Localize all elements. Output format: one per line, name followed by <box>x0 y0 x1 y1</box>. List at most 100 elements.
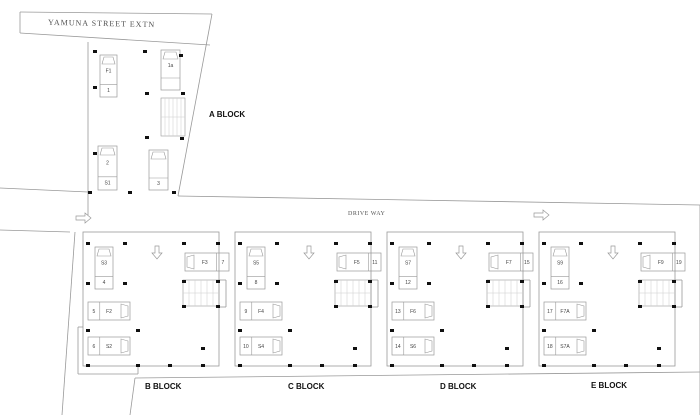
column <box>390 242 394 245</box>
car-windshield <box>150 151 167 160</box>
parking-car-vertical <box>160 49 181 91</box>
staircase <box>486 279 524 307</box>
staircase <box>638 279 676 307</box>
parking-car-horizontal <box>336 252 382 272</box>
column <box>181 92 185 95</box>
car-label: F2 <box>106 309 112 315</box>
a-block-edge <box>177 13 213 197</box>
car-windshield <box>576 338 585 354</box>
site-edge <box>0 187 89 193</box>
parking-car-horizontal <box>543 301 587 321</box>
parking-car-horizontal <box>391 336 435 356</box>
column <box>288 329 292 332</box>
car-label: F9 <box>658 260 664 266</box>
car-outline <box>246 246 266 290</box>
column <box>93 50 97 53</box>
column <box>216 242 220 245</box>
car-outline <box>391 336 435 356</box>
car-label: 16 <box>557 280 563 286</box>
column <box>542 282 546 285</box>
column <box>368 280 372 283</box>
car-outline <box>391 301 435 321</box>
car-windshield <box>490 254 499 270</box>
car-outline <box>160 49 181 91</box>
b-block-label: B BLOCK <box>145 382 182 391</box>
site-edge <box>129 377 136 415</box>
arrow-down-icon <box>455 245 467 260</box>
car-label: 11 <box>372 260 377 266</box>
car-label: F7A <box>560 309 570 315</box>
parking-car-horizontal <box>488 252 534 272</box>
car-windshield <box>424 303 433 319</box>
car-windshield <box>338 254 347 270</box>
column <box>672 242 676 245</box>
block-outline <box>386 231 524 367</box>
column <box>440 364 444 367</box>
column <box>275 242 279 245</box>
column <box>334 305 338 308</box>
car-windshield <box>120 303 129 319</box>
parking-car-vertical <box>246 246 266 290</box>
column <box>320 364 324 367</box>
parking-car-vertical <box>94 246 114 290</box>
car-label: 3 <box>157 181 160 187</box>
parking-car-horizontal <box>239 336 283 356</box>
column <box>86 242 90 245</box>
column <box>168 364 172 367</box>
arrow-right-icon <box>533 209 550 221</box>
arrow-down-icon <box>303 245 315 260</box>
c-block-label: C BLOCK <box>288 382 325 391</box>
column <box>334 242 338 245</box>
car-outline <box>398 246 418 290</box>
site-edge <box>61 231 76 415</box>
column <box>143 50 147 53</box>
street-edge <box>19 32 211 46</box>
car-label: 7 <box>221 260 224 266</box>
parking-car-vertical <box>398 246 418 290</box>
car-label: F6 <box>410 309 416 315</box>
block-outline <box>234 231 372 367</box>
column <box>123 242 127 245</box>
column <box>88 191 92 194</box>
car-label: S7 <box>405 261 411 267</box>
column <box>216 305 220 308</box>
car-label: S5 <box>253 261 259 267</box>
column <box>505 347 509 350</box>
car-label: F1 <box>106 69 112 75</box>
car-outline <box>87 336 131 356</box>
car-windshield <box>248 248 264 257</box>
car-label: S2 <box>106 344 112 350</box>
car-outline <box>543 301 587 321</box>
parking-car-horizontal <box>391 301 435 321</box>
car-label: F4 <box>258 309 264 315</box>
column <box>579 242 583 245</box>
car-label: S9 <box>557 261 563 267</box>
driveway-edge <box>177 195 700 206</box>
e-block-label: E BLOCK <box>591 381 627 390</box>
column <box>182 305 186 308</box>
car-label: 9 <box>244 309 247 315</box>
car-label: 2 <box>106 160 109 166</box>
column <box>638 242 642 245</box>
column <box>201 364 205 367</box>
arrow-down-icon <box>151 245 163 260</box>
car-label: 15 <box>524 260 530 266</box>
car-label: 1 <box>107 88 110 94</box>
car-windshield <box>400 248 416 257</box>
car-label: S1 <box>104 181 110 187</box>
car-outline <box>87 301 131 321</box>
parking-car-vertical <box>97 145 118 191</box>
parking-car-vertical <box>148 149 169 191</box>
column <box>201 347 205 350</box>
car-label: 14 <box>395 344 401 350</box>
column <box>353 364 357 367</box>
car-label: S6 <box>410 344 416 350</box>
column <box>672 280 676 283</box>
column <box>172 191 176 194</box>
column <box>238 364 242 367</box>
car-outline <box>488 252 534 272</box>
column <box>93 86 97 89</box>
column <box>93 152 97 155</box>
